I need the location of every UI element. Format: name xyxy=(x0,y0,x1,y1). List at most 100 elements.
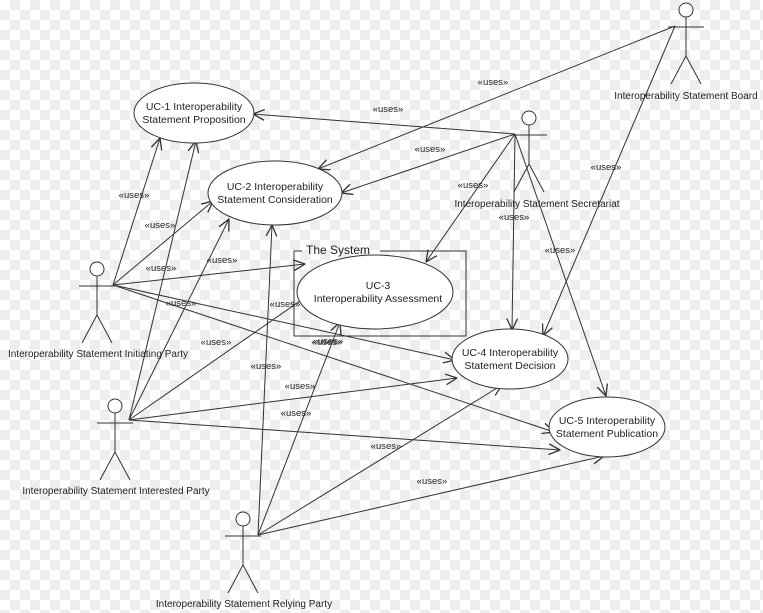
association-label: «uses» xyxy=(545,245,576,256)
association-line xyxy=(426,133,516,262)
association-board-uc2: «uses» xyxy=(318,25,676,169)
association-line xyxy=(112,264,305,286)
association-label: «uses» xyxy=(312,337,343,348)
association-label: «uses» xyxy=(458,180,489,191)
association-line xyxy=(257,225,272,536)
association-initiating-uc3: «uses» xyxy=(112,263,305,286)
association-initiating-uc2: «uses» xyxy=(112,201,213,286)
association-line xyxy=(128,294,310,421)
association-interested-uc1: «uses» xyxy=(128,141,197,421)
association-label: «uses» xyxy=(207,255,238,266)
association-secretariat-uc5: «uses» xyxy=(514,133,606,396)
association-line xyxy=(318,25,676,169)
association-secretariat-uc1: «uses» xyxy=(253,104,516,135)
association-relying-uc4: «uses» xyxy=(257,385,502,536)
use-case-ellipse xyxy=(207,160,343,226)
use-case-uc3[interactable]: UC-3 Interoperability Assessment xyxy=(296,254,454,330)
association-label: «uses» xyxy=(285,381,316,392)
use-case-label: UC-2 Interoperability xyxy=(227,181,324,193)
actor-name: Interoperability Statement Initiating Pa… xyxy=(8,349,188,360)
stick-figure-icon xyxy=(511,110,547,193)
actor-initiating[interactable]: Interoperability Statement Initiating Pa… xyxy=(8,261,188,360)
use-case-uc2[interactable]: UC-2 Interoperability Statement Consider… xyxy=(207,160,343,226)
actor-relying[interactable]: Interoperability Statement Relying Party xyxy=(156,511,332,610)
use-case-label: Interoperability Assessment xyxy=(314,293,442,305)
use-case-label: Statement Publication xyxy=(556,428,658,440)
association-label: «uses» xyxy=(201,337,232,348)
association-line xyxy=(128,378,457,421)
stick-figure-icon xyxy=(668,2,704,85)
association-line xyxy=(128,219,229,421)
association-label: «uses» xyxy=(499,212,530,223)
association-initiating-uc4: «uses» xyxy=(112,284,455,360)
association-line xyxy=(543,25,676,336)
actor-name: Interoperability Statement Board xyxy=(614,91,757,102)
association-label: «uses» xyxy=(415,144,446,155)
association-line xyxy=(128,419,560,450)
actor-name: Interoperability Statement Interested Pa… xyxy=(22,486,209,497)
associations: «uses» «uses» «uses» «uses» «uses» «uses» «use… xyxy=(112,25,676,536)
association-interested-uc3: «uses» xyxy=(128,294,310,421)
association-secretariat-uc4: «uses» xyxy=(499,133,530,330)
association-secretariat-uc2: «uses» xyxy=(341,133,516,193)
association-label: «uses» xyxy=(478,77,509,88)
association-label: «uses» xyxy=(146,263,177,274)
stick-figure-icon xyxy=(225,511,261,594)
use-case-uc4[interactable]: UC-4 Interoperability Statement Decision xyxy=(451,328,569,390)
association-relying-uc2: «uses» xyxy=(257,225,301,536)
association-secretariat-uc3: «uses» xyxy=(426,133,516,262)
association-initiating-uc1: «uses» xyxy=(112,138,160,286)
use-case-label: UC-4 Interoperability xyxy=(462,347,559,359)
actor-secretariat[interactable]: Interoperability Statement Secretariat xyxy=(454,110,620,210)
system-boundary: The System xyxy=(293,243,467,337)
association-label: «uses» xyxy=(166,298,197,309)
association-label: «uses» xyxy=(371,441,402,452)
association-line xyxy=(341,133,516,193)
association-line xyxy=(128,141,196,421)
association-line xyxy=(514,133,606,396)
actor-name: Interoperability Statement Secretariat xyxy=(454,199,619,210)
use-case-label: UC-5 Interoperability xyxy=(559,415,656,427)
actor-board[interactable]: Interoperability Statement Board xyxy=(614,2,758,102)
stick-figure-icon xyxy=(97,398,133,481)
association-line xyxy=(512,133,515,330)
use-case-label: UC-1 Interoperability xyxy=(146,101,243,113)
stick-figure-icon xyxy=(79,261,115,344)
association-line xyxy=(112,284,455,360)
actor-name: Interoperability Statement Relying Party xyxy=(156,599,332,610)
association-line xyxy=(257,456,604,536)
use-case-uc5[interactable]: UC-5 Interoperability Statement Publicat… xyxy=(548,396,666,458)
association-line xyxy=(257,385,502,536)
use-case-ellipse xyxy=(548,396,666,458)
association-label: «uses» xyxy=(270,299,301,310)
association-interested-uc2: «uses» xyxy=(128,219,238,421)
association-line xyxy=(112,201,213,286)
association-label: «uses» xyxy=(145,220,176,231)
use-case-uc1[interactable]: UC-1 Interoperability Statement Proposit… xyxy=(133,82,255,144)
use-case-ellipse xyxy=(133,82,255,144)
association-relying-uc3: «uses» xyxy=(257,322,344,536)
association-label: «uses» xyxy=(417,476,448,487)
use-case-ellipse xyxy=(451,328,569,390)
actor-interested[interactable]: Interoperability Statement Interested Pa… xyxy=(22,398,210,497)
association-line xyxy=(253,114,516,135)
association-label: «uses» xyxy=(281,408,312,419)
system-title: The System xyxy=(306,243,370,257)
association-interested-uc5: «uses» xyxy=(128,419,560,452)
association-line xyxy=(257,322,340,536)
association-initiating-uc5: «uses» xyxy=(112,284,554,432)
use-case-label: Statement Decision xyxy=(464,360,555,372)
association-line xyxy=(112,138,160,286)
association-label: «uses» xyxy=(591,162,622,173)
association-label: «uses» xyxy=(119,190,150,201)
use-case-ellipse xyxy=(296,254,454,330)
association-board-uc4: «uses» xyxy=(543,25,676,336)
use-case-label: Statement Proposition xyxy=(142,114,245,126)
association-relying-uc5: «uses» xyxy=(257,456,604,536)
association-label: «uses» xyxy=(373,104,404,115)
association-label: «uses» xyxy=(313,336,344,347)
use-case-label: Statement Consideration xyxy=(217,194,333,206)
association-line xyxy=(112,284,554,432)
use-case-label: UC-3 xyxy=(366,280,391,292)
